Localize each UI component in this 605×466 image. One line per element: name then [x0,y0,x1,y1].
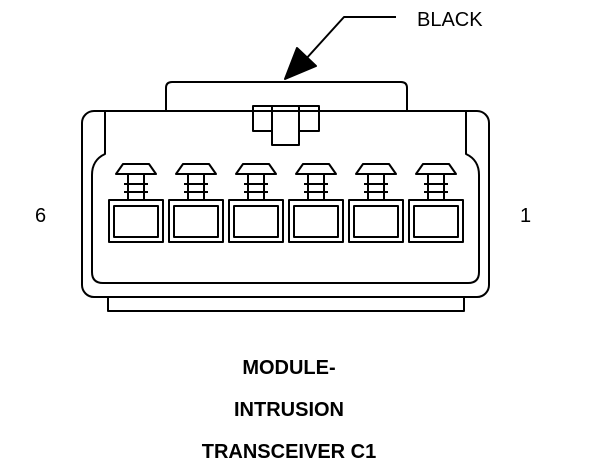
title-line-1: MODULE- [242,357,335,379]
cavity-slot-outer [288,199,344,243]
title-line-2: INTRUSION [234,399,344,421]
cavity-slot-inner [413,205,459,238]
cavity-latch-stem [187,173,205,201]
cavity [348,163,404,243]
cavity-slot-inner [173,205,219,238]
top-latch [165,81,408,111]
cavity-slot-outer [108,199,164,243]
cavity [108,163,164,243]
cavity-slot-outer [228,199,284,243]
color-leader-line [304,16,396,61]
cavity [228,163,284,243]
cavity-latch-head [415,163,457,175]
pin-label-left: 6 [35,205,46,227]
cavity-latch-head [175,163,217,175]
leader-arrowhead [284,47,317,80]
wire-color-label: BLACK [417,9,483,31]
cavity-latch-head [295,163,337,175]
cavity-latch-head [115,163,157,175]
cavity-row [108,163,464,243]
cavity-slot-outer [168,199,224,243]
cavity-slot-inner [233,205,279,238]
connector-housing [81,110,490,298]
cavity-latch-stem [427,173,445,201]
connector-inner-shell [91,111,480,284]
cavity-latch-stem [247,173,265,201]
cavity-slot-outer [348,199,404,243]
cavity-slot-inner [353,205,399,238]
cavity [168,163,224,243]
cavity-latch-stem [127,173,145,201]
cavity-latch-stem [367,173,385,201]
cavity-latch-head [355,163,397,175]
pin-label-right: 1 [520,205,531,227]
cavity-slot-inner [293,205,339,238]
cavity-latch-head [235,163,277,175]
cavity [408,163,464,243]
cavity [288,163,344,243]
cavity-latch-stem [307,173,325,201]
title-line-3: TRANSCEIVER C1 [202,441,376,463]
bottom-rail [107,296,465,312]
cavity-slot-inner [113,205,159,238]
cavity-slot-outer [408,199,464,243]
